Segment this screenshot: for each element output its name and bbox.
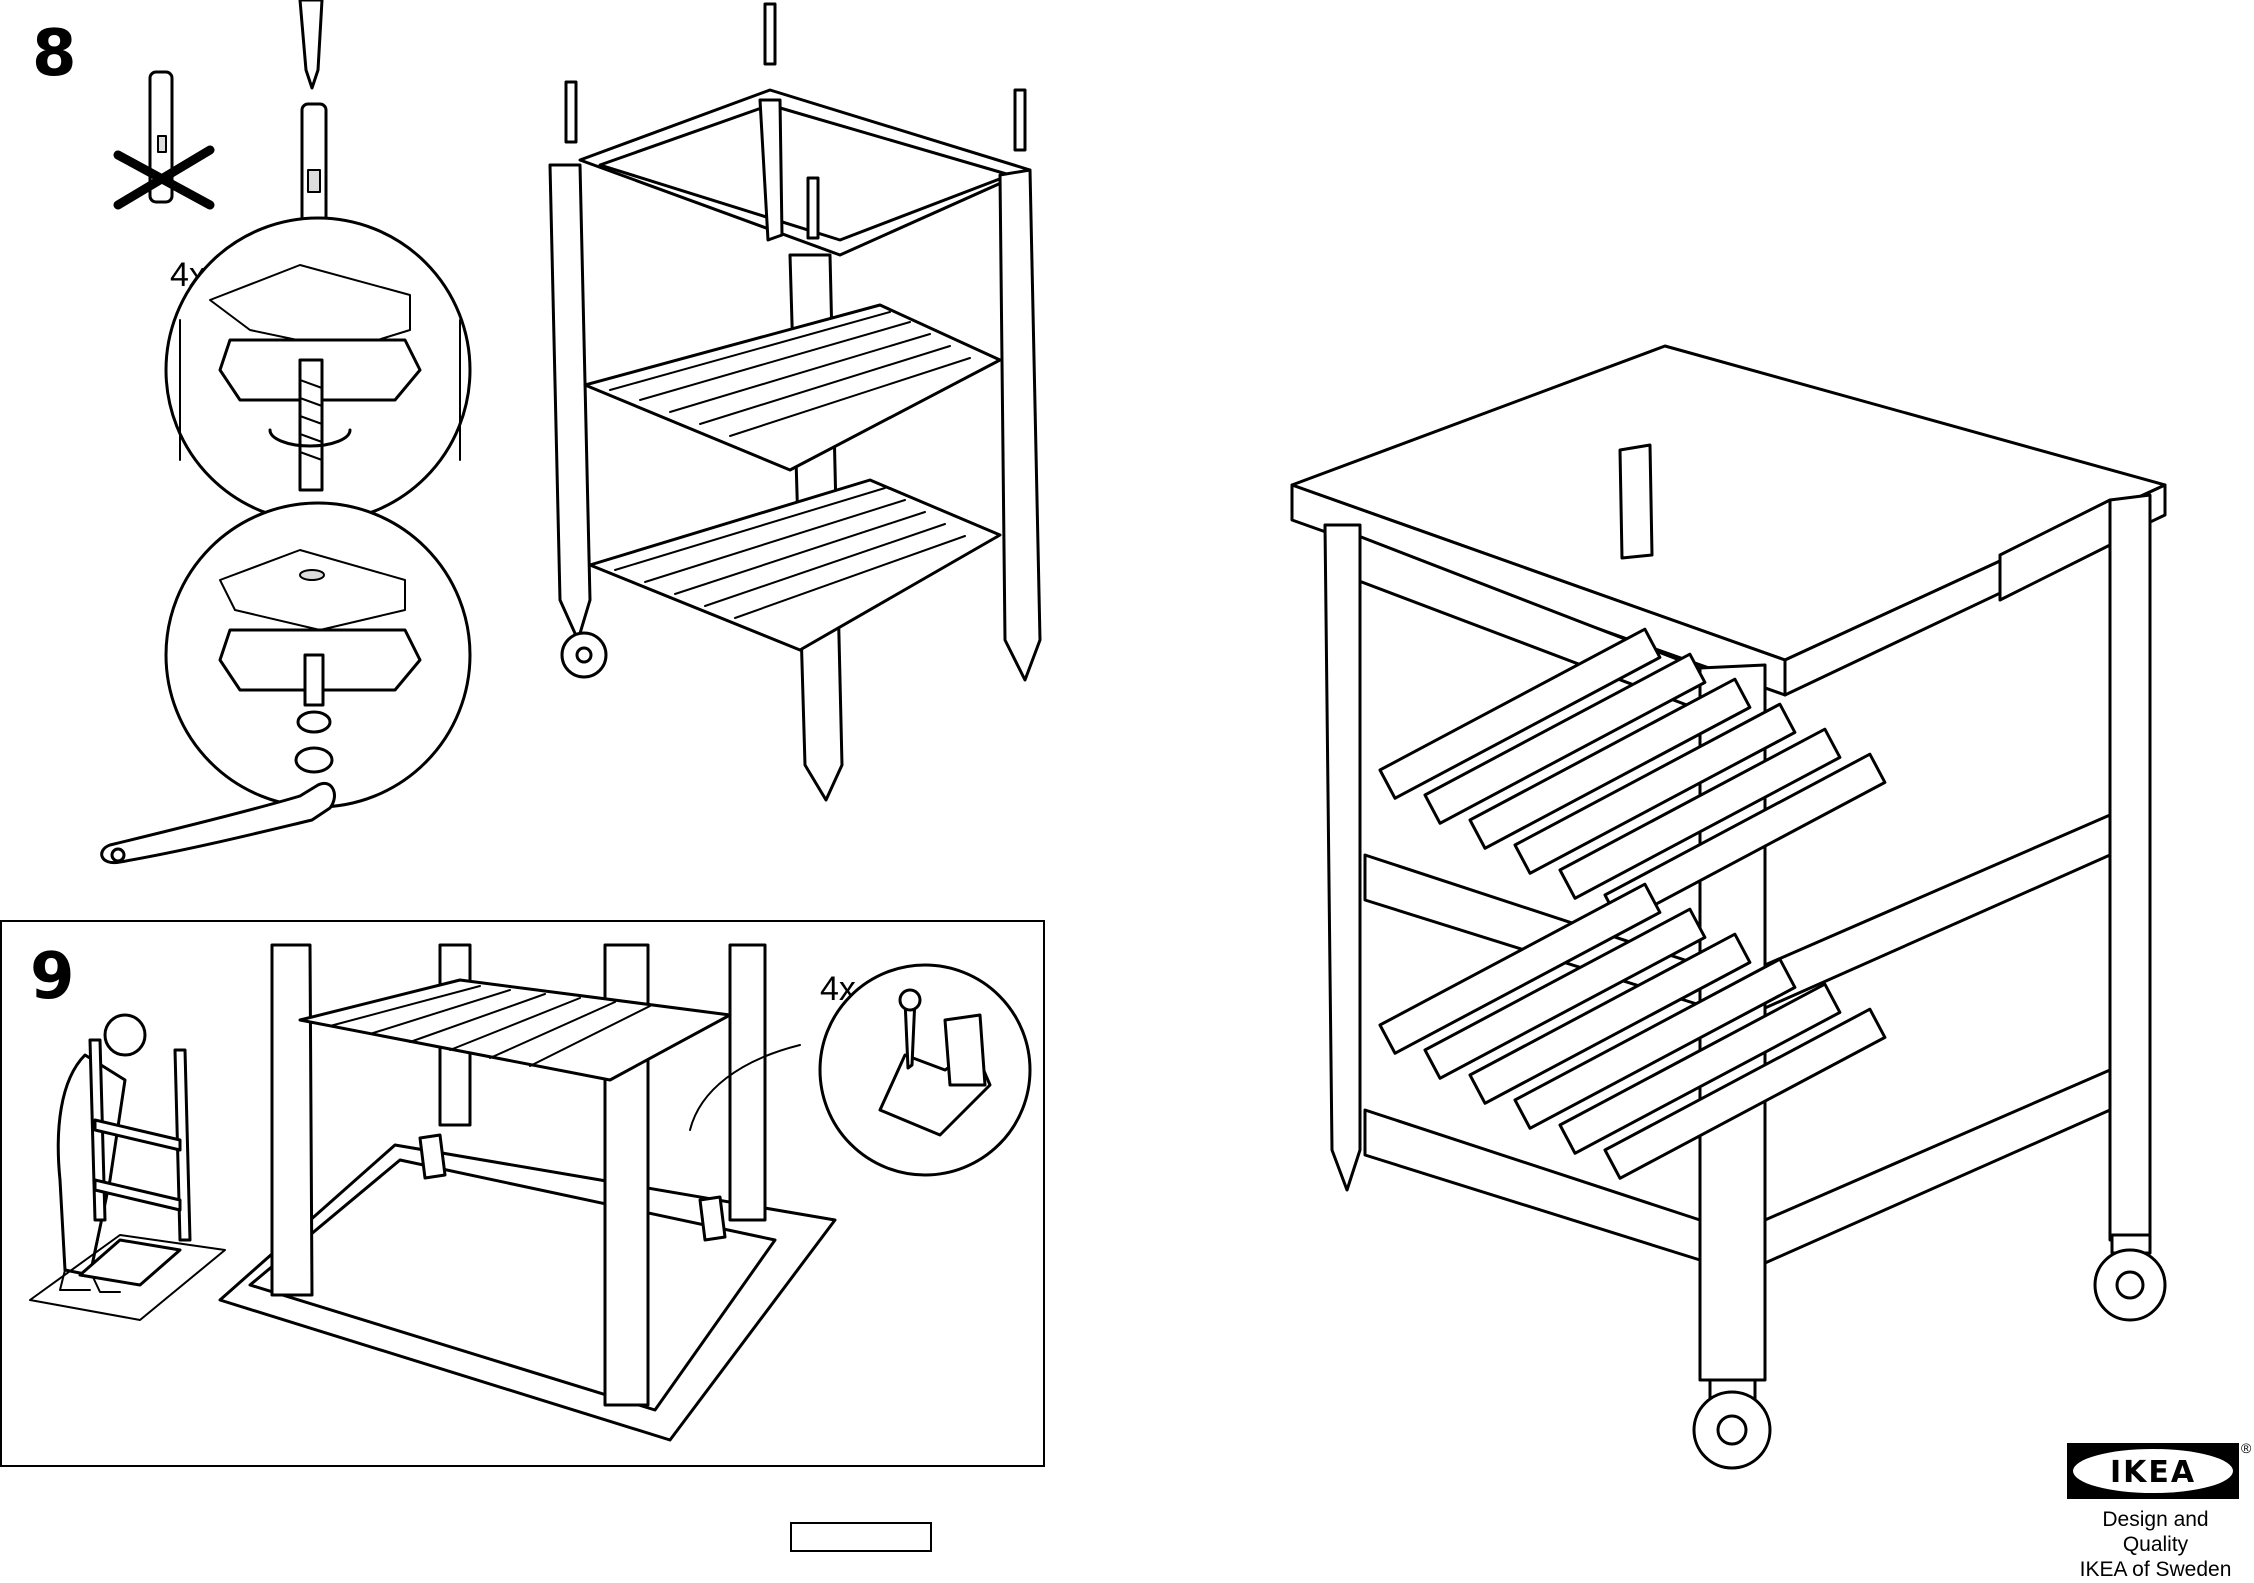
step-9-illustration (29, 943, 1032, 1442)
page-code-box (790, 1522, 932, 1552)
finished-kitchen-cart-illustration (1290, 344, 2167, 1470)
step-8-illustration (100, 0, 1042, 865)
caster-wheel-front (1692, 1378, 1772, 1470)
leg-corner-detail-circle (164, 216, 472, 524)
upside-down-cart-assembly (218, 943, 837, 1442)
registered-mark: ® (2241, 1440, 2252, 1456)
wrench-icon (100, 781, 336, 865)
cart-leg-front-left (1323, 523, 1362, 1192)
step-8-number: 8 (32, 17, 77, 91)
nut-tightening-detail-circle (164, 501, 472, 809)
floor-mat-icon (29, 1234, 226, 1321)
tagline-line-2: IKEA of Sweden (2079, 1558, 2232, 1582)
ikea-logo-text: IKEA (2109, 1455, 2197, 1490)
ikea-tagline: Design and Quality IKEA of Sweden (2068, 1507, 2243, 1583)
step-9-frame (0, 920, 1045, 1467)
cart-leg-back-right (2108, 493, 2152, 1242)
tagline-line-1: Design and Quality (2102, 1508, 2209, 1557)
bracket-screw-detail-circle (818, 963, 1032, 1177)
ikea-logo: IKEA (2067, 1443, 2239, 1499)
step-9-number: 9 (30, 940, 75, 1014)
lower-shelf (1363, 882, 2112, 1265)
wrong-dowel-icon (113, 70, 215, 210)
caster-wheel-back (2093, 1233, 2167, 1322)
cart-top (1290, 344, 2167, 662)
screwdriver-icon (298, 0, 324, 90)
mini-cart-icon (88, 1038, 192, 1242)
cart-frame-assembly (548, 2, 1042, 802)
